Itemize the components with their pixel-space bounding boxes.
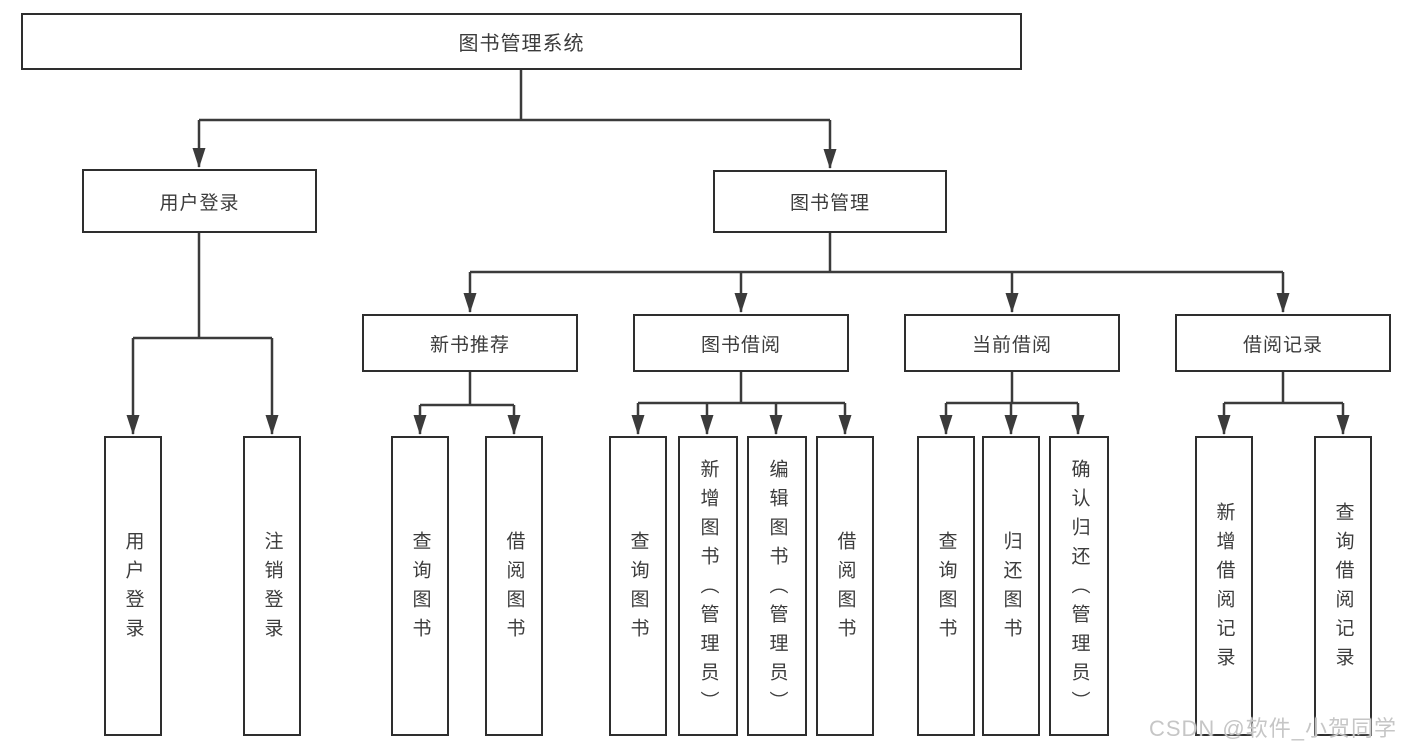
leaf-borrow-books-recommend: 借阅图书 xyxy=(485,436,543,736)
node-current-borrow: 当前借阅 xyxy=(904,314,1120,372)
leaf-query-books-current: 查询图书 xyxy=(917,436,975,736)
csdn-watermark: CSDN @软件_小贺同学 xyxy=(1148,716,1397,741)
node-borrow-records: 借阅记录 xyxy=(1175,314,1391,372)
leaf-confirm-return-admin: 确认归还（管理员） xyxy=(1049,436,1109,736)
leaf-borrow-books: 借阅图书 xyxy=(816,436,874,736)
leaf-user-login: 用户登录 xyxy=(104,436,162,736)
node-book-borrow: 图书借阅 xyxy=(633,314,849,372)
node-book-management: 图书管理 xyxy=(713,170,947,233)
node-library-management-system: 图书管理系统 xyxy=(21,13,1022,70)
leaf-return-books: 归还图书 xyxy=(982,436,1040,736)
leaf-logout: 注销登录 xyxy=(243,436,301,736)
leaf-edit-books-admin: 编辑图书（管理员） xyxy=(747,436,807,736)
node-new-book-recommend: 新书推荐 xyxy=(362,314,578,372)
leaf-add-books-admin: 新增图书（管理员） xyxy=(678,436,738,736)
leaf-query-books-borrow: 查询图书 xyxy=(609,436,667,736)
leaf-query-books-recommend: 查询图书 xyxy=(391,436,449,736)
leaf-query-borrow-record: 查询借阅记录 xyxy=(1314,436,1372,736)
leaf-add-borrow-record: 新增借阅记录 xyxy=(1195,436,1253,736)
node-user-login: 用户登录 xyxy=(82,169,317,233)
